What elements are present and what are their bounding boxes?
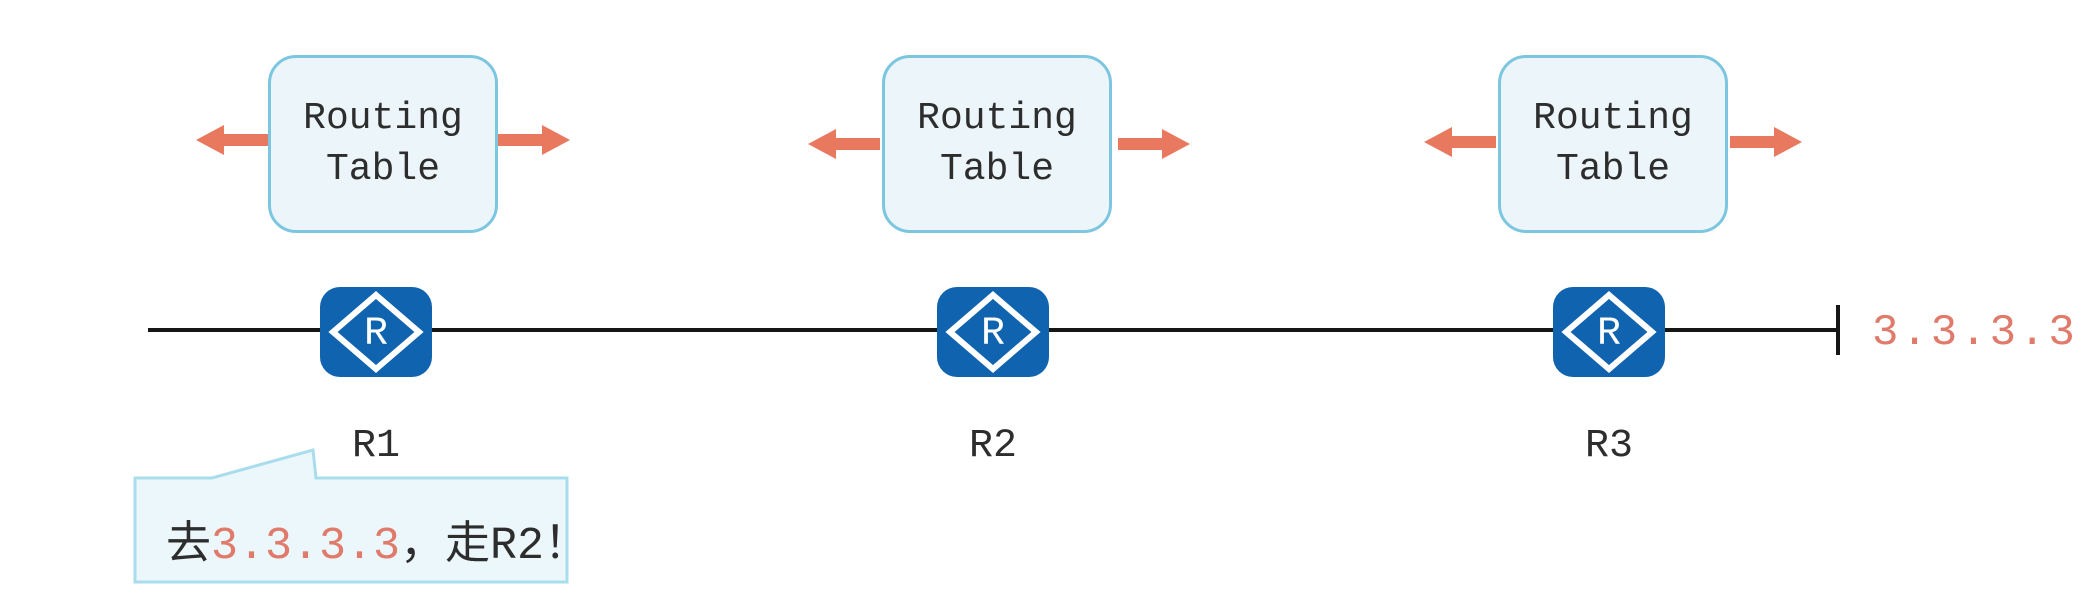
routing-table-label: Routing Table [917,96,1077,191]
router-label-r3: R3 [1584,424,1633,469]
arrow-right-icon [1730,127,1802,157]
bubble-text-ip: 3.3.3.3 [211,521,401,572]
destination-ip-label: 3.3.3.3 [1872,308,2078,358]
router-label-r1: R1 [351,424,400,469]
router-icon-letter: R [364,312,388,357]
routing-table-label: Routing Table [1533,96,1693,191]
arrow-left-icon [808,129,880,159]
routing-table-box-r2: Routing Table [882,55,1112,233]
router-icon: R [937,287,1049,377]
arrow-left-icon [1424,127,1496,157]
routing-table-label: Routing Table [303,96,463,191]
router-icon: R [320,287,432,377]
router-icon-letter: R [1597,312,1621,357]
routing-table-box-r3: Routing Table [1498,55,1728,233]
router-icon: R [1553,287,1665,377]
arrow-right-icon [1118,129,1190,159]
arrow-left-icon [196,125,268,155]
bubble-text-prefix: 去 [166,521,212,572]
router-icon-letter: R [981,312,1005,357]
router-label-r2: R2 [968,424,1017,469]
arrow-right-icon [498,125,570,155]
link-endpoint-tick [1836,305,1840,355]
bubble-text: 去3.3.3.3，走R2！ [166,506,589,572]
speech-bubble [133,448,569,584]
routing-table-box-r1: Routing Table [268,55,498,233]
bubble-text-suffix: ，走R2！ [400,521,590,572]
